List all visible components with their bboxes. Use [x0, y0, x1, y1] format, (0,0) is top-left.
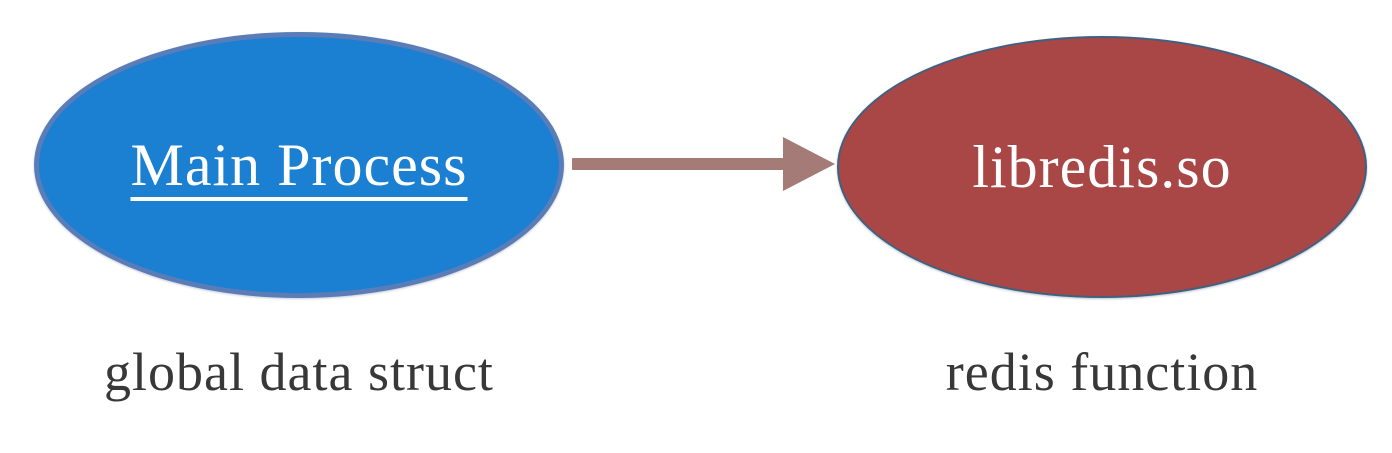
main-process-node: Main Process	[34, 32, 564, 298]
main-to-libredis-arrow	[572, 137, 835, 191]
libredis-caption: redis function	[945, 342, 1259, 402]
arrow-head-right-icon	[783, 137, 835, 191]
arrow-shaft	[572, 158, 785, 170]
libredis-node: libredis.so	[837, 36, 1367, 298]
libredis-label: libredis.so	[972, 134, 1232, 200]
main-process-label: Main Process	[130, 132, 468, 198]
main-process-caption: global data struct	[104, 342, 494, 402]
